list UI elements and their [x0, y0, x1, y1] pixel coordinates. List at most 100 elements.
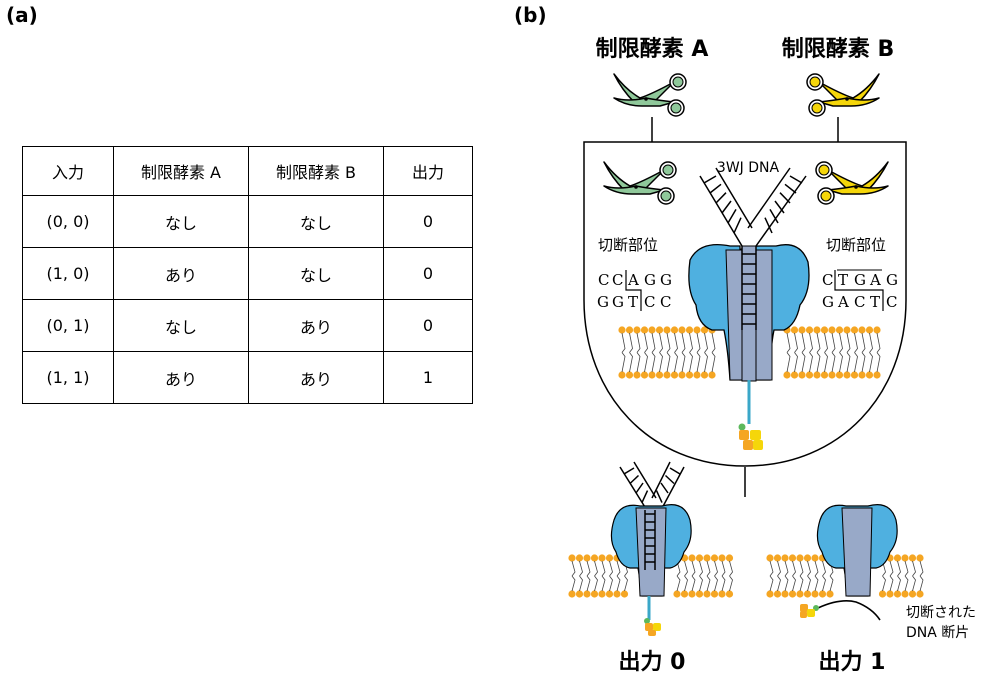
- lipid-tail: [666, 332, 671, 373]
- lipid-tail: [822, 560, 826, 592]
- lipid-tail: [571, 560, 576, 592]
- lipid-head: [725, 590, 734, 598]
- lipid-head: [605, 590, 614, 598]
- lipid-head: [708, 371, 716, 379]
- seq-left-bottom-4: C: [660, 293, 671, 311]
- panel-a-label: (a): [6, 3, 38, 27]
- lipid-tail: [659, 332, 663, 373]
- lipid-tail: [919, 560, 924, 592]
- seq-left-top-1: C: [612, 271, 623, 289]
- lipid-tail: [676, 560, 681, 592]
- lipid-head: [678, 371, 686, 379]
- lipid-tail: [897, 560, 901, 592]
- lipid-head: [703, 554, 711, 562]
- lipid-head: [700, 326, 709, 334]
- lipid-head: [781, 554, 789, 562]
- lipid-head: [803, 590, 812, 598]
- dna-rung: [629, 474, 640, 485]
- lipid-tail: [704, 332, 708, 373]
- lipid-head: [828, 326, 836, 334]
- lipid-head: [568, 590, 576, 598]
- cut-mark-right: [834, 270, 884, 311]
- lipid-head: [773, 554, 782, 562]
- lipid-tail: [636, 332, 641, 373]
- lipid-head: [590, 590, 599, 598]
- lipid-head: [663, 326, 671, 334]
- lipid-head: [828, 371, 836, 379]
- lipid-head: [820, 326, 829, 334]
- lipid-head: [865, 326, 874, 334]
- lipid-head: [625, 326, 634, 334]
- lipid-tail: [711, 332, 716, 373]
- cut-mark-left: [625, 270, 642, 311]
- lipid-head: [858, 371, 866, 379]
- lipid-head: [893, 554, 902, 562]
- lipid-tail: [651, 332, 656, 373]
- lipid-tail: [621, 332, 626, 373]
- table-cell: (1, 1): [22, 351, 114, 404]
- lipid-tail: [769, 560, 774, 592]
- seq-right-top-1: T: [838, 271, 848, 289]
- lipid-tail: [729, 560, 733, 592]
- seq-right-top-4: G: [886, 271, 898, 289]
- lipid-head: [718, 590, 726, 598]
- table-cell: なし: [113, 299, 249, 352]
- lipid-head: [633, 371, 641, 379]
- lipid-head: [843, 326, 851, 334]
- lipid-tail: [689, 332, 693, 373]
- lipid-head: [693, 371, 701, 379]
- lipid-head: [908, 554, 917, 562]
- dna-rung: [784, 183, 797, 194]
- lipid-head: [790, 371, 799, 379]
- table-cell: なし: [248, 247, 384, 300]
- seq-left-top-3: G: [644, 271, 656, 289]
- seq-left-top-0: C: [598, 271, 609, 289]
- lipid-tail: [579, 560, 583, 592]
- dna-rung: [733, 217, 742, 234]
- lipid-head: [618, 371, 626, 379]
- lipid-head: [788, 590, 797, 598]
- lipid-head: [818, 590, 827, 598]
- lipid-tail: [889, 560, 894, 592]
- lipid-head: [670, 371, 679, 379]
- lipid-tail: [601, 560, 606, 592]
- dna-label: 3WJ DNA: [717, 160, 780, 176]
- table-row: (0, 0) なし なし 0: [22, 195, 473, 248]
- lipid-head: [908, 590, 917, 598]
- dna-rung: [623, 467, 635, 475]
- lipid-tail: [831, 332, 836, 373]
- lipid-tail: [809, 332, 813, 373]
- dna-rung: [764, 217, 773, 234]
- lipid-head: [850, 371, 859, 379]
- sequence-left: C C A G G G G T C C: [597, 271, 672, 311]
- lipid-head: [688, 554, 696, 562]
- lipid-head: [693, 326, 701, 334]
- output-0-scene: [568, 461, 734, 636]
- lipid-head: [695, 590, 704, 598]
- lipid-head: [655, 326, 664, 334]
- seq-right-bottom-3: T: [870, 293, 880, 311]
- sequence-right: C T G A G G A C T C: [822, 271, 898, 311]
- lipid-head: [835, 326, 844, 334]
- lipid-tail: [912, 560, 916, 592]
- lipid-head: [618, 326, 626, 334]
- lipid-head: [710, 590, 719, 598]
- lipid-head: [873, 371, 881, 379]
- lipid-head: [826, 590, 834, 598]
- dna-rung: [727, 208, 737, 224]
- dna-rung: [715, 192, 727, 204]
- dna-rung: [655, 490, 663, 503]
- fragment-label-line1: 切断された: [906, 605, 976, 621]
- lipid-head: [640, 371, 649, 379]
- dna-rung: [789, 175, 803, 184]
- dna-rung: [721, 200, 732, 214]
- lipid-head: [685, 326, 694, 334]
- table-cell: なし: [113, 195, 249, 248]
- nanopore-main: [688, 167, 810, 450]
- seq-right-bottom-2: C: [854, 293, 865, 311]
- lipid-bilayer-output-1: [766, 554, 924, 598]
- lipid-head: [685, 371, 694, 379]
- lipid-head: [916, 554, 924, 562]
- lipid-tail: [594, 560, 598, 592]
- lipid-tail: [854, 332, 858, 373]
